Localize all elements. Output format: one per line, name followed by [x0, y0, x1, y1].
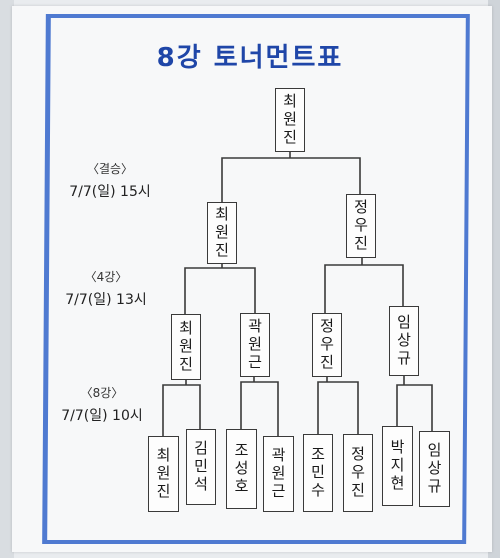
round-name-final: 〈결승〉: [86, 162, 134, 176]
round-name-semi: 〈4강〉: [84, 270, 128, 284]
quarterfinalist-box: 임상규: [419, 431, 450, 507]
winner-box: 최원진: [275, 88, 305, 152]
round-time-final: 7/7(일) 15시: [69, 184, 151, 200]
quarterfinalist-box: 최원진: [148, 436, 179, 512]
quarterfinalist-box: 조성호: [226, 429, 257, 509]
semifinalist-box: 임상규: [389, 306, 419, 376]
quarterfinalist-box: 박지현: [382, 426, 413, 506]
quarterfinalist-box: 조민수: [303, 434, 333, 512]
wall-left: [0, 0, 14, 558]
page-title: 8강 토너먼트표: [156, 43, 344, 73]
quarterfinalist-box: 곽원근: [263, 436, 294, 512]
bracket-line-final: [221, 157, 361, 205]
bracket-line-quarter-1: [162, 384, 201, 437]
semifinalist-box: 곽원근: [240, 313, 270, 377]
round-time-semi: 7/7(일) 13시: [65, 292, 147, 308]
finalist-box: 정우진: [346, 194, 376, 258]
semifinalist-box: 정우진: [312, 313, 342, 377]
round-label-final: 〈결승〉 7/7(일) 15시: [40, 160, 180, 201]
finalist-box: 최원진: [207, 202, 237, 264]
bracket-line-semi-right: [324, 264, 404, 315]
quarterfinalist-box: 김민석: [186, 429, 216, 505]
quarterfinalist-box: 정우진: [343, 434, 373, 512]
round-time-quarter: 7/7(일) 10시: [61, 408, 143, 424]
bracket-line-quarter-4: [396, 384, 433, 432]
bracket-line-quarter-3: [317, 381, 359, 435]
round-name-quarter: 〈8강〉: [80, 386, 124, 400]
round-label-quarter: 〈8강〉 7/7(일) 10시: [32, 384, 172, 425]
round-label-semi: 〈4강〉 7/7(일) 13시: [36, 268, 176, 309]
semifinalist-box: 최원진: [171, 314, 201, 380]
bracket-line-quarter-2: [240, 381, 279, 437]
bracket-line-semi-left: [184, 267, 256, 315]
